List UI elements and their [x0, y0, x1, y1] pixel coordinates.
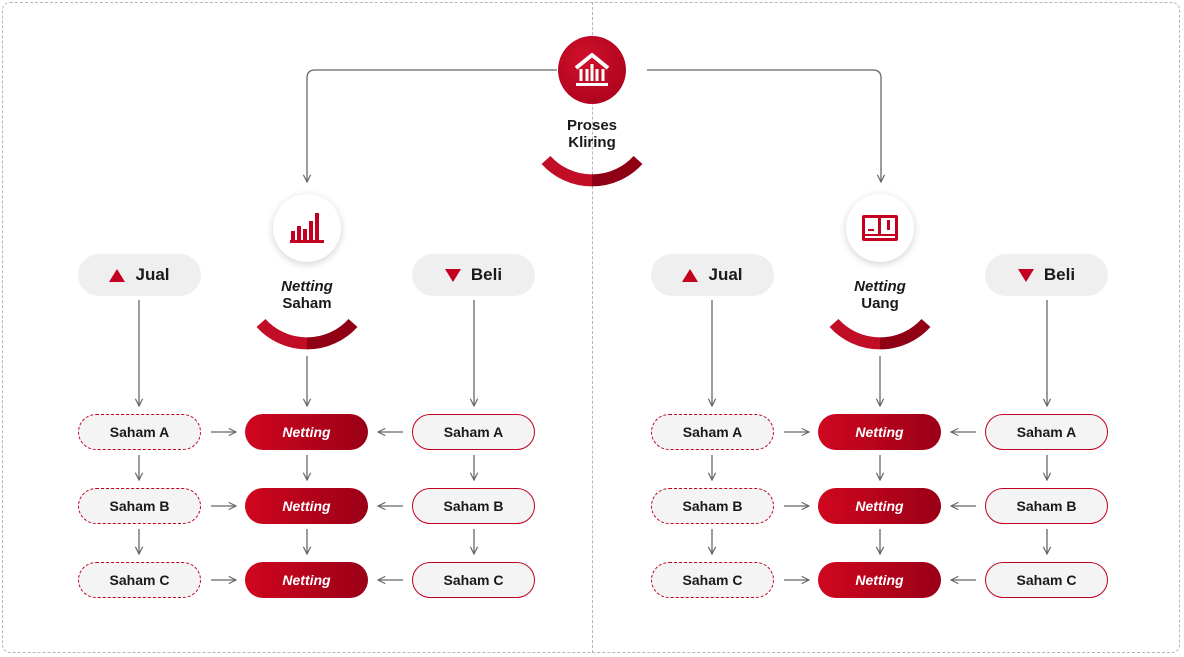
sell-node-saham-b: Saham B — [78, 488, 201, 524]
candlestick-chart-icon — [273, 194, 341, 262]
netting-node: Netting — [245, 562, 368, 598]
buy-node-saham-a: Saham A — [412, 414, 535, 450]
buy-node-saham-c: Saham C — [412, 562, 535, 598]
triangle-up-icon — [109, 268, 126, 282]
panel-divider — [592, 2, 593, 653]
triangle-down-icon — [1017, 268, 1034, 282]
sell-node-saham-c: Saham C — [651, 562, 774, 598]
buy-node-saham-c: Saham C — [985, 562, 1108, 598]
sell-node-saham-b: Saham B — [651, 488, 774, 524]
buy-node-saham-b: Saham B — [412, 488, 535, 524]
wallet-icon — [846, 194, 914, 262]
netting-node: Netting — [818, 414, 941, 450]
triangle-down-icon — [444, 268, 461, 282]
beli-pill: Beli — [412, 254, 535, 296]
netting-node: Netting — [818, 562, 941, 598]
netting-node: Netting — [818, 488, 941, 524]
jual-label: Jual — [135, 265, 170, 284]
netting-node: Netting — [245, 414, 368, 450]
buy-node-saham-a: Saham A — [985, 414, 1108, 450]
connector-to-netting-saham — [307, 69, 557, 182]
buy-node-saham-b: Saham B — [985, 488, 1108, 524]
jual-label: Jual — [708, 265, 743, 284]
jual-pill: Jual — [78, 254, 201, 296]
triangle-up-icon — [682, 268, 699, 282]
netting-node: Netting — [245, 488, 368, 524]
top-arc — [541, 155, 643, 187]
sell-node-saham-a: Saham A — [651, 414, 774, 450]
netting-arc — [829, 318, 931, 350]
jual-pill: Jual — [651, 254, 774, 296]
connector-to-netting-uang — [647, 69, 881, 182]
beli-label: Beli — [470, 265, 503, 284]
beli-label: Beli — [1043, 265, 1076, 284]
netting-arc — [256, 318, 358, 350]
bank-icon — [558, 36, 626, 104]
sell-node-saham-a: Saham A — [78, 414, 201, 450]
beli-pill: Beli — [985, 254, 1108, 296]
sell-node-saham-c: Saham C — [78, 562, 201, 598]
